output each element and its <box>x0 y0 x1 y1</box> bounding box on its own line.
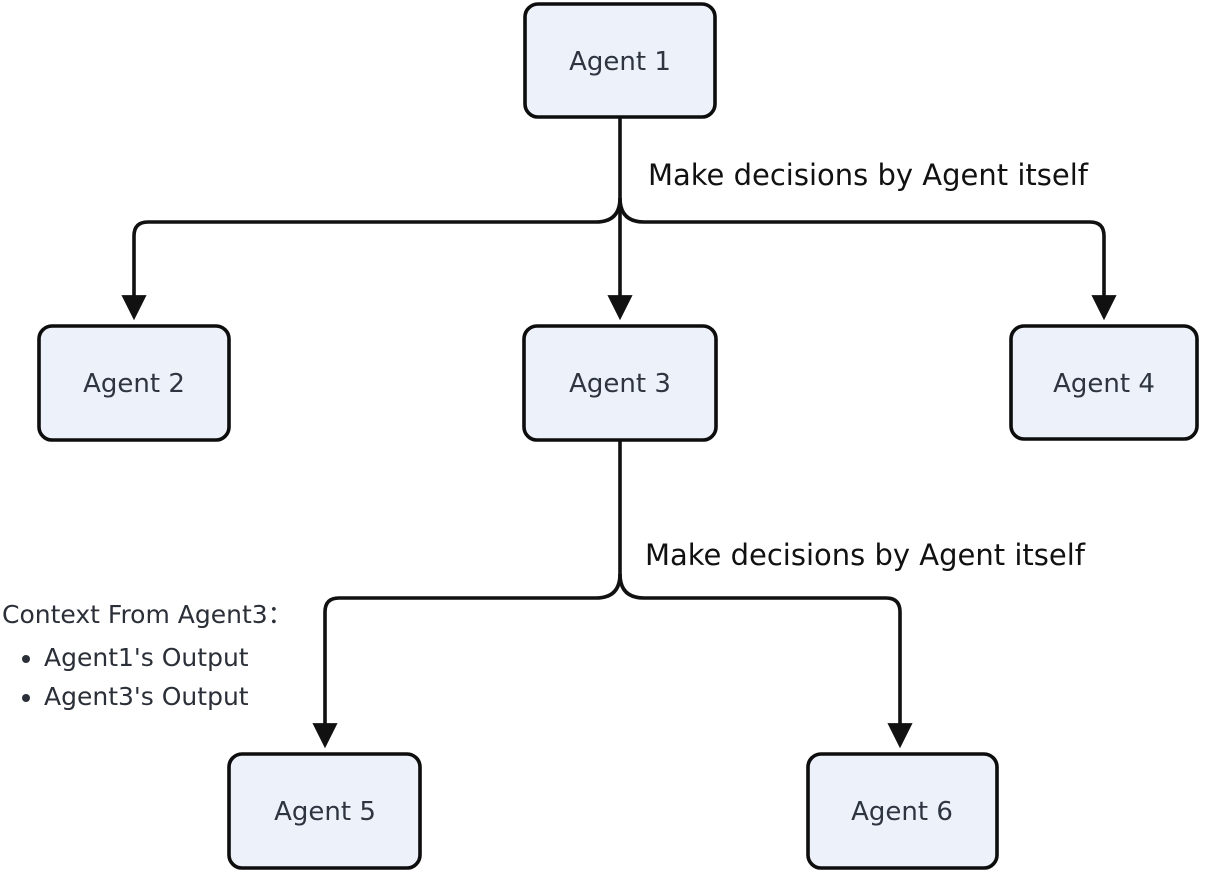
node-agent2-box <box>37 324 231 442</box>
edge-agent1-agent2 <box>121 197 622 321</box>
annotation-context: Context From Agent3： Agent1's Output Age… <box>2 600 332 716</box>
node-agent1: Agent 1 <box>523 2 717 119</box>
node-agent3-label: Agent 3 <box>569 369 671 399</box>
annotation-item: Agent3's Output <box>44 677 332 716</box>
node-agent5: Agent 5 <box>227 752 422 870</box>
node-agent4: Agent 4 <box>1009 324 1199 441</box>
annotation-title: Context From Agent3： <box>2 600 293 629</box>
edge-agent3-agent5 <box>312 573 622 749</box>
node-agent5-box <box>227 752 422 870</box>
node-agent2-label: Agent 2 <box>83 369 185 399</box>
node-agent6: Agent 6 <box>806 752 999 870</box>
edge-label-top: Make decisions by Agent itself <box>648 158 1089 192</box>
node-agent4-label: Agent 4 <box>1053 369 1155 399</box>
annotation-list: Agent1's Output Agent3's Output <box>2 638 332 716</box>
edge-agent1-agent4 <box>618 197 1117 321</box>
node-agent5-label: Agent 5 <box>274 797 376 827</box>
node-agent6-label: Agent 6 <box>851 797 953 827</box>
node-agent1-box <box>523 2 717 119</box>
node-agent1-label: Agent 1 <box>569 47 671 77</box>
annotation-item: Agent1's Output <box>44 638 332 677</box>
node-agent4-box <box>1009 324 1199 441</box>
node-agent6-box <box>806 752 999 870</box>
node-agent3: Agent 3 <box>522 324 718 442</box>
edge-label-bottom: Make decisions by Agent itself <box>645 538 1086 572</box>
edge-agent3-agent6 <box>618 573 913 749</box>
node-agent3-box <box>522 324 718 442</box>
node-agent2: Agent 2 <box>37 324 231 442</box>
